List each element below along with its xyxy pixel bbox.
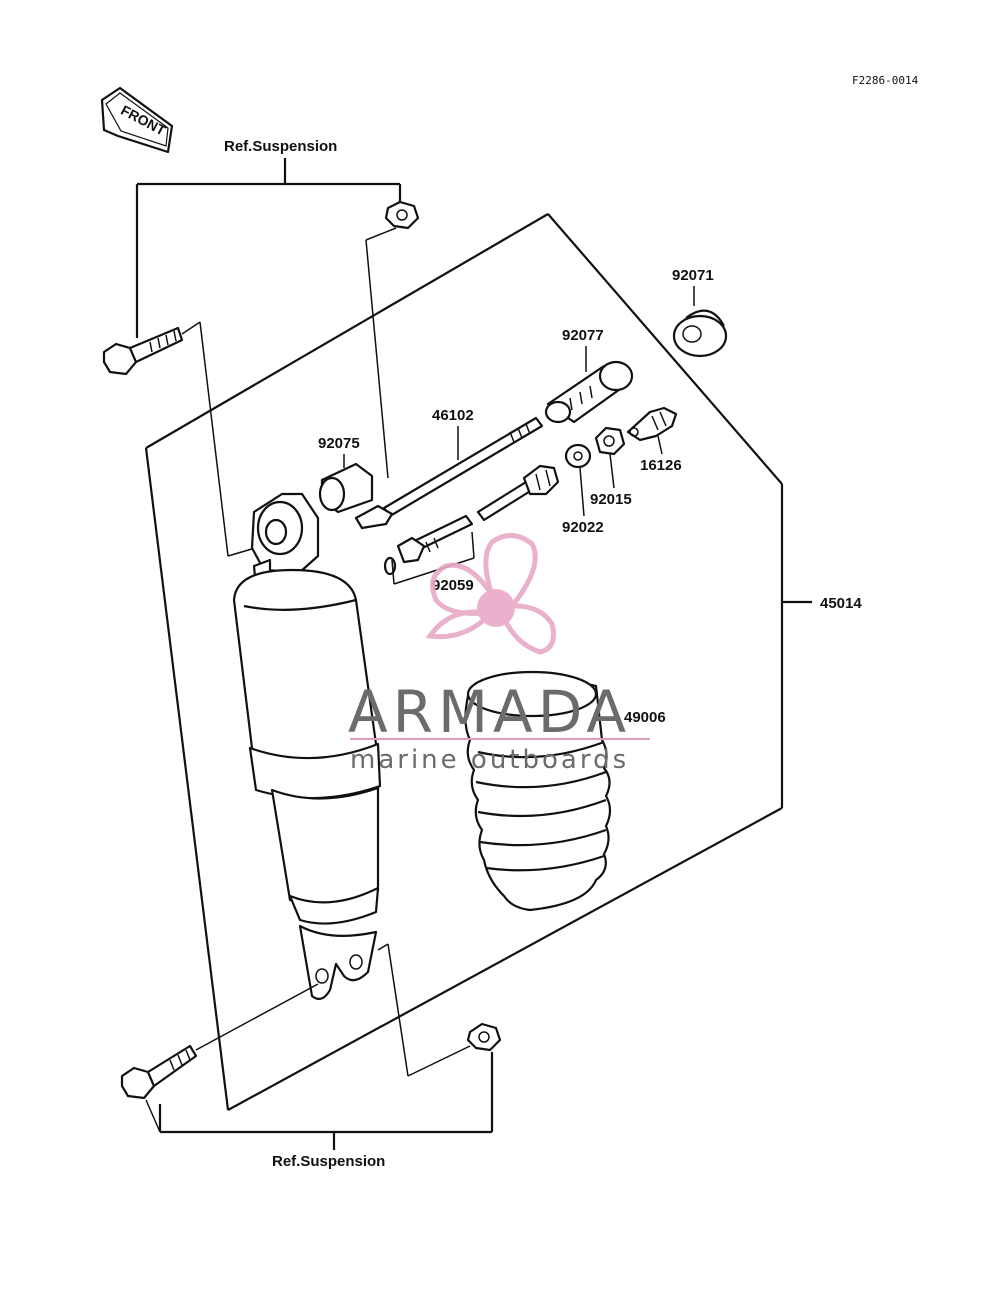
bottom-bolt-icon [120, 1044, 198, 1100]
watermark-rule [350, 738, 650, 740]
part-label-92075: 92075 [318, 435, 360, 452]
nut-92015-icon [594, 426, 626, 456]
ref-bracket-bottom [158, 1052, 494, 1150]
part-label-92071: 92071 [672, 267, 714, 284]
bottom-nut-icon [466, 1022, 502, 1052]
assembly-outline [144, 213, 784, 1111]
part-label-49006: 49006 [624, 709, 666, 726]
bush-92071-icon [672, 309, 728, 358]
armada-watermark: ARMADA marine outboards [348, 533, 650, 775]
front-arrow-icon: FRONT [100, 86, 174, 154]
diagram-code: F2286-0014 [852, 74, 919, 87]
fitting-92059-icon [383, 514, 474, 576]
part-label-45014: 45014 [820, 595, 862, 612]
bush-92075-icon [318, 462, 374, 514]
valve-16126-icon [626, 406, 678, 442]
top-nut-icon [384, 200, 420, 230]
ref-bracket-top [135, 158, 402, 338]
ref-suspension-bottom-label: Ref.Suspension [272, 1153, 385, 1170]
shock-absorber-icon [232, 492, 382, 1000]
watermark-brand: ARMADA [348, 678, 631, 746]
part-label-16126: 16126 [640, 457, 682, 474]
washer-92022-icon [564, 443, 592, 469]
part-label-92022: 92022 [562, 519, 604, 536]
part-label-92077: 92077 [562, 327, 604, 344]
adjuster-rod-icon [476, 464, 560, 522]
collar-92077-icon [544, 360, 634, 424]
bracket-92059 [391, 531, 475, 585]
rod-46102-icon [354, 416, 544, 530]
part-label-92015: 92015 [590, 491, 632, 508]
top-bolt-icon [102, 326, 184, 376]
ref-suspension-top-label: Ref.Suspension [224, 138, 337, 155]
watermark-tagline: marine outboards [350, 745, 629, 775]
propeller-logo-icon [425, 533, 556, 655]
part-label-46102: 46102 [432, 407, 474, 424]
part-label-92059: 92059 [432, 577, 474, 594]
dust-boot-49006-icon [464, 670, 612, 912]
